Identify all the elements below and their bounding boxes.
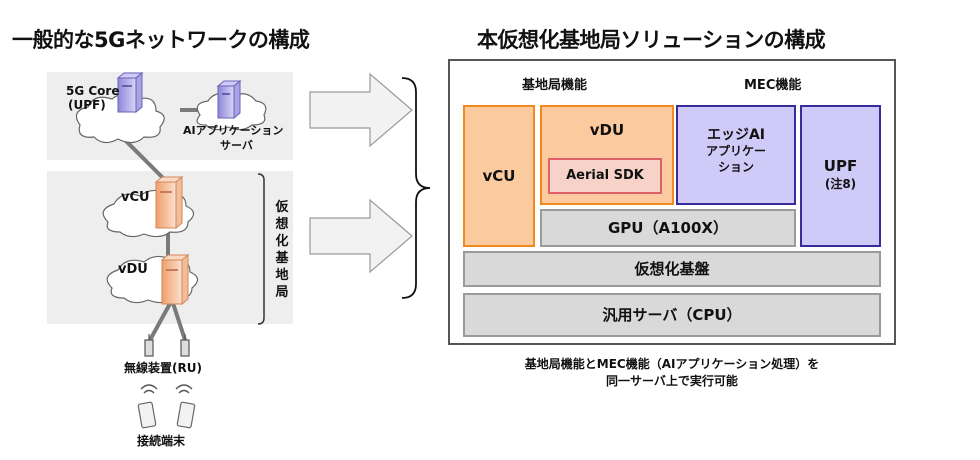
vbs-char: 基 xyxy=(275,251,289,266)
gpu-box: GPU（A100X） xyxy=(540,209,796,247)
curly-brace xyxy=(401,77,431,299)
vdu-label: vDU xyxy=(589,121,625,139)
mec-function-label: MEC機能 xyxy=(744,78,802,93)
terminal-label: 接続端末 xyxy=(137,434,186,448)
upf-note: (注8) xyxy=(824,177,857,191)
vbs-char: 地 xyxy=(275,268,289,283)
upf-box: UPF (注8) xyxy=(800,105,881,247)
radio-wave-icon-1 xyxy=(140,384,158,394)
vbs-char: 想 xyxy=(275,217,289,232)
edge-ai-label-2: アプリケー xyxy=(705,144,766,158)
aerial-sdk-label: Aerial SDK xyxy=(566,168,644,183)
left-vdu-label: vDU xyxy=(118,262,148,277)
vbs-vertical-label: 仮 想 化 基 地 局 xyxy=(272,199,292,301)
left-title: 一般的な5Gネットワークの構成 xyxy=(12,28,310,52)
right-title: 本仮想化基地局ソリューションの構成 xyxy=(477,28,826,52)
antenna-icon-2 xyxy=(180,334,190,357)
edge-ai-label-1: エッジAI xyxy=(706,127,766,143)
ai-server-icon xyxy=(216,79,242,120)
vcu-server-icon xyxy=(154,175,184,230)
phone-icon-1 xyxy=(137,401,157,429)
vdu-server-icon xyxy=(160,253,190,306)
virt-box: 仮想化基盤 xyxy=(463,251,881,287)
edge-ai-label-3: ション xyxy=(717,160,754,174)
vbs-char: 仮 xyxy=(275,200,289,215)
edge-ai-box: エッジAI アプリケー ション xyxy=(676,105,796,205)
server-box: 汎用サーバ（CPU） xyxy=(463,293,881,337)
arrow-icon-top xyxy=(309,72,413,148)
core-server-icon xyxy=(116,71,144,114)
vbs-char: 化 xyxy=(275,234,289,249)
vbs-bracket xyxy=(257,173,265,325)
core-label-1: 5G Core xyxy=(66,84,120,98)
left-vcu-label: vCU xyxy=(121,190,150,205)
vcu-label: vCU xyxy=(482,166,516,185)
gpu-label: GPU（A100X） xyxy=(608,218,728,237)
caption: 基地局機能とMEC機能（AIアプリケーション処理）を 同一サーバ上で実行可能 xyxy=(448,356,896,390)
arrow-icon-bottom xyxy=(309,198,413,274)
ru-label: 無線装置(RU) xyxy=(124,361,202,375)
vbs-char: 局 xyxy=(275,285,289,300)
phone-icon-2 xyxy=(176,401,196,429)
bs-function-label: 基地局機能 xyxy=(522,78,588,93)
caption-line-2: 同一サーバ上で実行可能 xyxy=(606,374,738,388)
upf-label: UPF xyxy=(823,157,858,175)
core-label-2: (UPF) xyxy=(68,98,106,112)
vcu-box: vCU xyxy=(463,105,535,247)
virt-label: 仮想化基盤 xyxy=(634,259,710,278)
ai-server-label-1: AIアプリケーション xyxy=(183,124,284,137)
radio-wave-icon-2 xyxy=(175,384,193,394)
vdu-ru-link-2 xyxy=(170,299,187,341)
antenna-icon-1 xyxy=(144,334,154,357)
caption-line-1: 基地局機能とMEC機能（AIアプリケーション処理）を xyxy=(524,357,820,371)
aerial-sdk-box: Aerial SDK xyxy=(548,158,662,194)
server-label: 汎用サーバ（CPU） xyxy=(602,305,742,324)
vdu-ru-link-1 xyxy=(148,299,174,341)
ai-server-label-2: サーバ xyxy=(220,139,253,152)
